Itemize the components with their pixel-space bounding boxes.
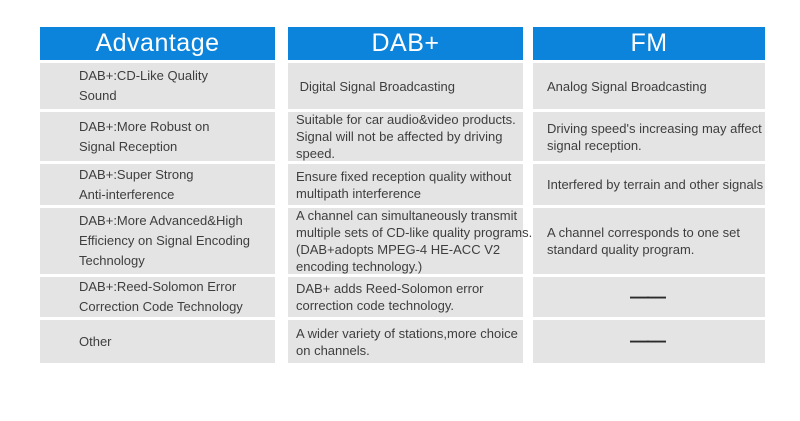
cell-fm-row6-dash-placeholder: —— — [533, 320, 765, 363]
cell-fm-row3: Interfered by terrain and other signals — [533, 164, 765, 205]
cell-fm-row4: A channel corresponds to one set standar… — [533, 208, 765, 274]
cell-dab-row3: Ensure fixed reception quality without m… — [288, 164, 523, 205]
column-header-advantage: Advantage — [40, 27, 275, 60]
cell-advantage-row5: DAB+:Reed-Solomon Error Correction Code … — [40, 277, 275, 317]
cell-fm-row2: Driving speed's increasing may affect si… — [533, 112, 765, 161]
cell-fm-row5-dash-placeholder: —— — [533, 277, 765, 317]
column-fm: FM Analog Signal Broadcasting Driving sp… — [533, 27, 765, 363]
column-advantage: Advantage DAB+:CD-Like Quality Sound DAB… — [40, 27, 275, 363]
cell-advantage-row1: DAB+:CD-Like Quality Sound — [40, 63, 275, 109]
cell-advantage-row6: Other — [40, 320, 275, 363]
column-header-dab-plus: DAB+ — [288, 27, 523, 60]
cell-dab-row6: A wider variety of stations,more choice … — [288, 320, 523, 363]
cell-fm-row1: Analog Signal Broadcasting — [533, 63, 765, 109]
cell-dab-row4: A channel can simultaneously transmit mu… — [288, 208, 532, 274]
cell-advantage-row4: DAB+:More Advanced&High Efficiency on Si… — [40, 208, 275, 274]
column-dab-plus: DAB+ Digital Signal Broadcasting Suitabl… — [288, 27, 532, 363]
cell-advantage-row3: DAB+:Super Strong Anti-interference — [40, 164, 275, 205]
column-header-fm: FM — [533, 27, 765, 60]
cell-dab-row1: Digital Signal Broadcasting — [288, 63, 523, 109]
cell-dab-row5: DAB+ adds Reed-Solomon error correction … — [288, 277, 523, 317]
cell-dab-row2: Suitable for car audio&video products. S… — [288, 112, 523, 161]
cell-advantage-row2: DAB+:More Robust on Signal Reception — [40, 112, 275, 161]
